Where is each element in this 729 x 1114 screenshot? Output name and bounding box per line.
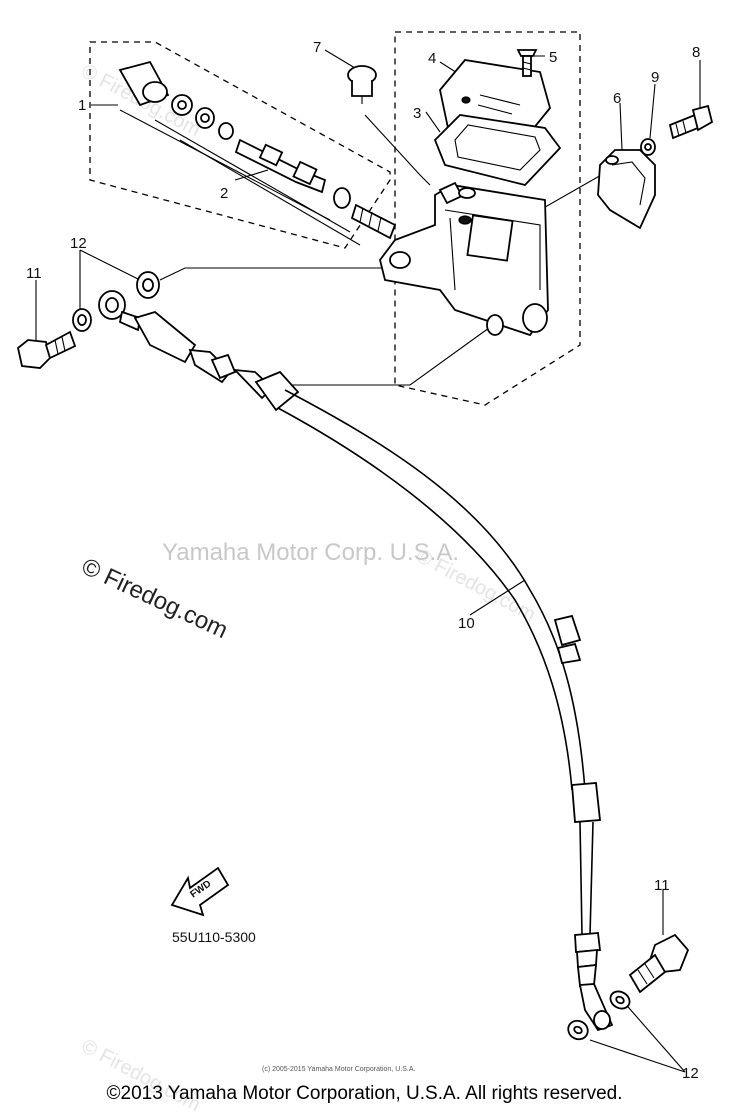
- callout-7: 7: [313, 39, 321, 56]
- callout-12-top: 12: [70, 235, 87, 252]
- callout-11-bottom: 11: [654, 877, 670, 894]
- union-bolt-11-top: [16, 330, 77, 369]
- washer-12-d: [567, 1019, 589, 1041]
- washer-9: [640, 138, 656, 156]
- callout-3: 3: [413, 105, 421, 122]
- screw-5: [516, 49, 538, 77]
- callout-8: 8: [692, 44, 700, 61]
- washer-12-b: [136, 271, 160, 299]
- watermark-yamaha: Yamaha Motor Corp. U.S.A.: [162, 539, 459, 566]
- callout-5: 5: [549, 49, 557, 66]
- washer-12-a: [72, 308, 92, 332]
- union-bolt-11-bottom: [628, 933, 690, 994]
- washer-12-c: [609, 990, 631, 1010]
- callout-9: 9: [651, 69, 659, 86]
- callout-10: 10: [458, 615, 475, 632]
- part-code: 55U110-5300: [172, 929, 256, 945]
- group-box-piston-kit: [89, 41, 391, 249]
- callout-1: 1: [78, 97, 86, 114]
- callout-11-top: 11: [26, 265, 42, 282]
- forward-arrow-icon: FWD: [170, 866, 230, 917]
- group-box-master-cylinder: [394, 31, 581, 406]
- cap-7: [347, 65, 377, 104]
- diaphragm-3: [433, 114, 562, 187]
- clamp-6: [597, 149, 656, 230]
- piston-kit: [118, 60, 397, 240]
- brake-hose-10: [98, 290, 614, 1032]
- callout-12-bottom: 12: [682, 1065, 699, 1082]
- master-cylinder-body: [379, 181, 549, 337]
- bolt-8: [668, 104, 714, 140]
- small-copyright: (c) 2005-2015 Yamaha Motor Corporation, …: [262, 1066, 415, 1073]
- callout-6: 6: [613, 90, 621, 107]
- leader-lines: [35, 49, 701, 1073]
- callout-2: 2: [220, 185, 228, 202]
- callout-4: 4: [428, 50, 436, 67]
- watermark-firedog: © Firedog.com: [77, 553, 231, 644]
- footer-copyright: ©2013 Yamaha Motor Corporation, U.S.A. A…: [106, 1083, 623, 1104]
